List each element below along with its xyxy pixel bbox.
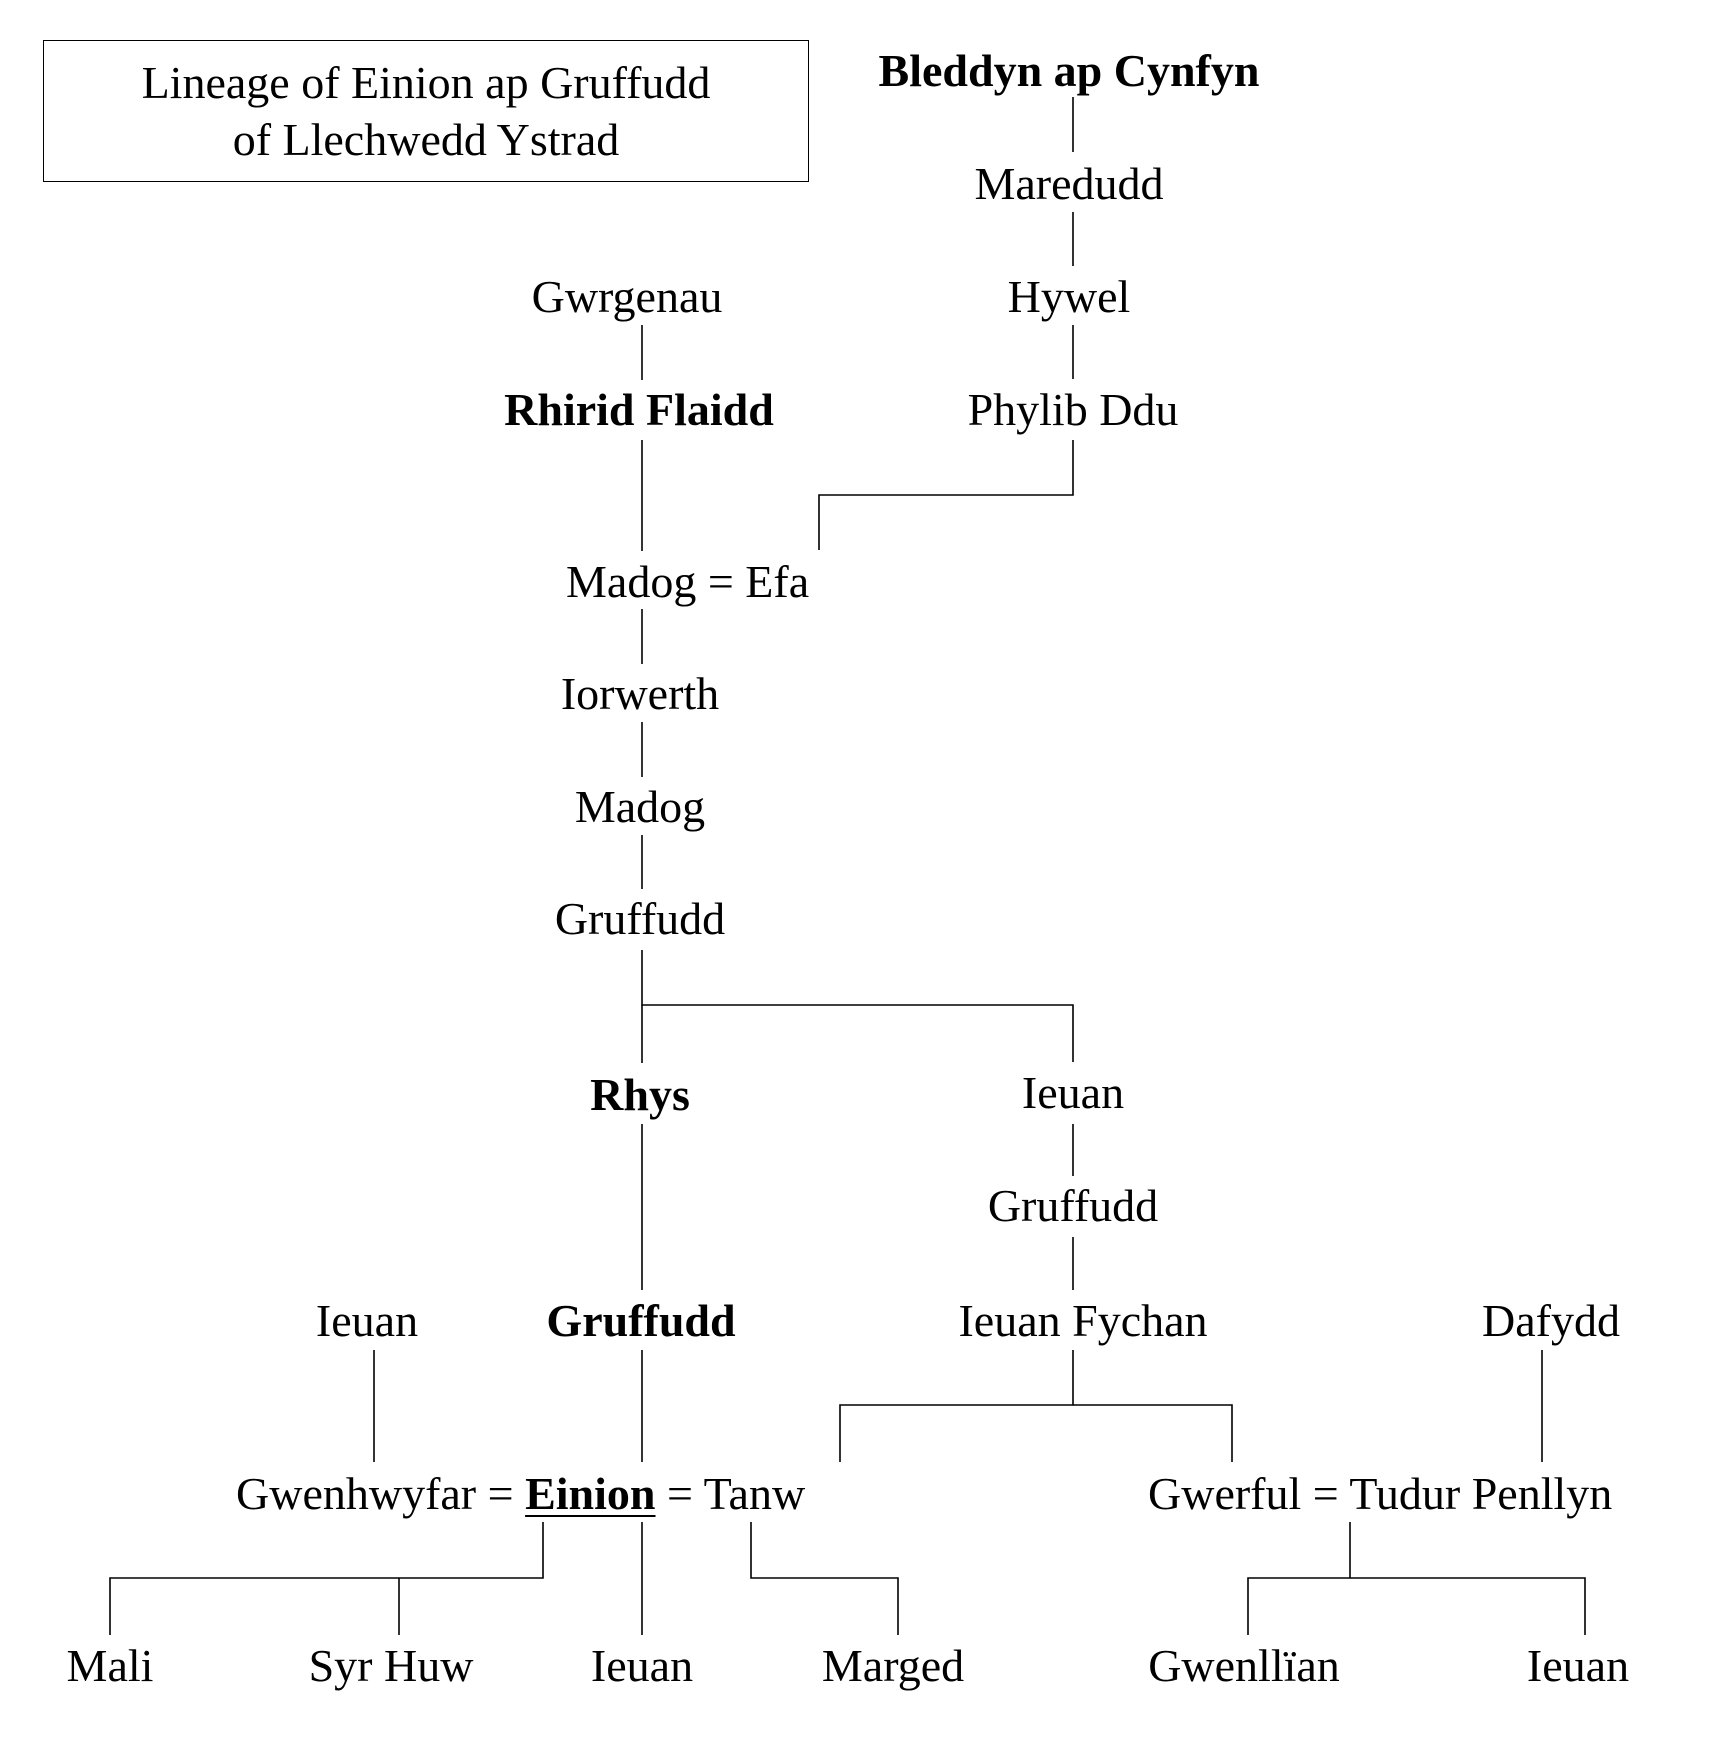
person-madog-2: Madog (574, 781, 706, 832)
person-phylib-ddu: Phylib Ddu (967, 384, 1179, 435)
person-maredudd: Maredudd (974, 158, 1164, 209)
person-ieuan: Ieuan (1021, 1067, 1125, 1118)
title-line-2: of Llechwedd Ystrad (232, 114, 620, 165)
person-ieuan-father-of-gwenhwyfar: Ieuan (315, 1295, 419, 1346)
line-gwenhwyfar-children (109, 1522, 544, 1635)
marriage-sign: = (1301, 1468, 1350, 1519)
line-ieuanfychan-tanw (839, 1350, 1074, 1462)
person-ieuan-son-of-einion: Ieuan (590, 1640, 694, 1691)
person-gwrgenau: Gwrgenau (531, 271, 723, 322)
title-line-1: Lineage of Einion ap Gruffudd (141, 57, 711, 108)
person-gwenllian: Gwenllïan (1148, 1640, 1340, 1691)
person-gwenhwyfar: Gwenhwyfar (236, 1468, 477, 1519)
person-marged: Marged (821, 1640, 965, 1691)
marriage-sign: = (655, 1468, 704, 1519)
couple-madog-efa: Madog = Efa (566, 557, 809, 607)
person-gruffudd-2: Gruffudd (546, 1295, 736, 1346)
person-mali: Mali (66, 1640, 154, 1691)
person-tudur-penllyn: Tudur Penllyn (1349, 1468, 1613, 1519)
line-gwerful-children (1247, 1577, 1586, 1635)
person-ieuan-fychan: Ieuan Fychan (958, 1295, 1208, 1346)
person-syr-huw: Syr Huw (308, 1640, 474, 1691)
person-madog: Madog (566, 556, 697, 607)
person-efa: Efa (745, 556, 810, 607)
line-phylib-efa (818, 440, 1074, 550)
line-gruffudd-sons (641, 950, 1074, 1062)
marriage-sign: = (696, 556, 746, 607)
couple-einion: Gwenhwyfar = Einion = Tanw (236, 1469, 805, 1519)
person-hywel: Hywel (1007, 271, 1131, 322)
title-box: Lineage of Einion ap Gruffudd of Llechwe… (43, 40, 809, 182)
person-ieuan-son-of-gwerful: Ieuan (1526, 1640, 1630, 1691)
couple-gwerful-tudur: Gwerful = Tudur Penllyn (1148, 1469, 1612, 1519)
person-gruffudd-1: Gruffudd (554, 893, 726, 944)
person-bleddyn: Bleddyn ap Cynfyn (878, 45, 1260, 96)
marriage-sign: = (476, 1468, 526, 1519)
person-dafydd: Dafydd (1482, 1295, 1620, 1346)
person-tanw: Tanw (703, 1468, 806, 1519)
person-gwerful: Gwerful (1148, 1468, 1302, 1519)
person-iorwerth: Iorwerth (560, 668, 720, 719)
line-ieuanfychan-gwerful (1073, 1404, 1233, 1462)
person-rhirid-flaidd: Rhirid Flaidd (504, 384, 774, 435)
person-rhys: Rhys (590, 1069, 690, 1120)
person-gruffudd-ap-ieuan: Gruffudd (987, 1180, 1159, 1231)
person-einion: Einion (525, 1468, 656, 1519)
line-tanw-marged (750, 1522, 899, 1635)
